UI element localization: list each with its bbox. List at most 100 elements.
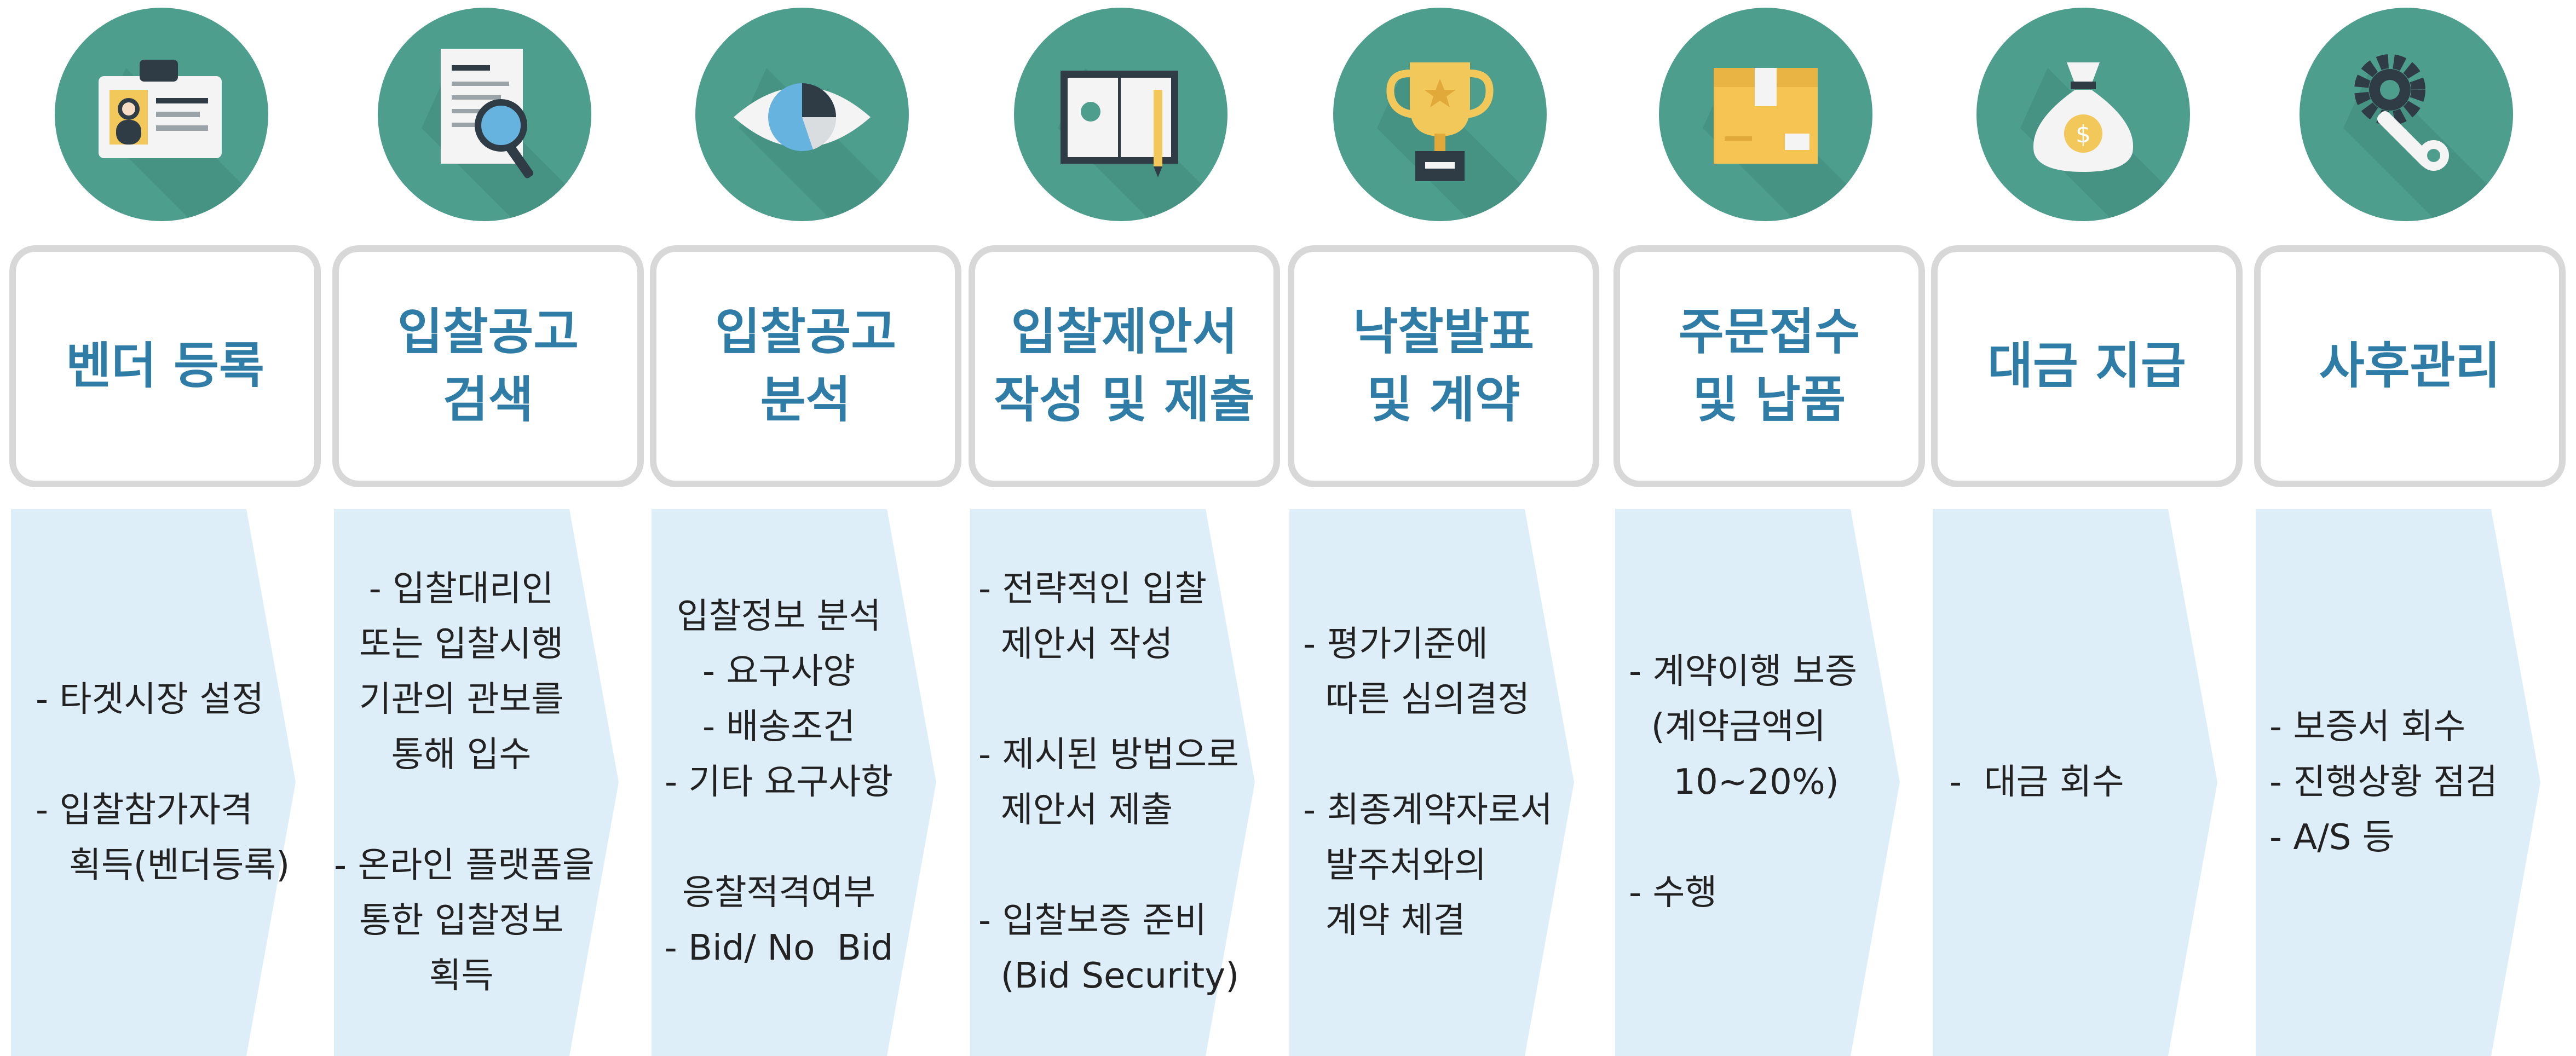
document-search-icon xyxy=(378,8,591,221)
step-title-line: 벤더 등록 xyxy=(66,337,264,395)
step-description-line: 입찰정보 분석 xyxy=(676,596,881,637)
step-description-line: - 제시된 방법으로 xyxy=(978,734,1239,775)
step-description-line: - 최종계약자로서 xyxy=(1303,789,1553,830)
step-title-line: 분석 xyxy=(760,371,851,429)
step-description-line: 획득 xyxy=(429,955,494,996)
step-description-arrow: - 전략적인 입찰 제안서 작성 - 제시된 방법으로 제안서 제출 - 입찰보증 … xyxy=(970,509,1258,1056)
step-description: - 계약이행 보증 (계약금액의 10~20%) - 수행 xyxy=(1615,644,1870,921)
step-description-line: (계약금액의 xyxy=(1629,707,1826,747)
step-description-line: 통한 입찰정보 xyxy=(359,900,564,941)
trophy-icon xyxy=(1333,8,1547,221)
step-title-line: 주문접수 xyxy=(1678,303,1860,361)
step-title-line: 입찰공고 xyxy=(397,303,579,361)
step-description: - 대금 회수 xyxy=(1933,755,2187,810)
step-column: $ 대금 지급 - 대금 회수 xyxy=(1922,0,2245,1056)
money-bag-icon: $ xyxy=(1976,8,2190,221)
step-title-line: 작성 및 제출 xyxy=(994,371,1255,429)
step-description-line: - 요구사양 xyxy=(702,651,855,692)
step-description-line xyxy=(978,838,1233,893)
step-description-arrow: - 보증서 회수 - 진행상황 점검 - A/S 등 xyxy=(2256,509,2543,1056)
step-description-line xyxy=(334,783,589,838)
step-title-line: 입찰제안서 xyxy=(1011,303,1238,361)
step-description-line: 계약 체결 xyxy=(1303,900,1466,941)
step-description-line: 응찰적격여부 xyxy=(682,873,876,913)
id-badge-icon xyxy=(55,8,268,221)
step-description-line: - A/S 등 xyxy=(2269,817,2395,858)
step-title-box: 대금 지급 xyxy=(1931,245,2243,487)
step-title: 대금 지급 xyxy=(1987,332,2186,400)
step-title-box: 사후관리 xyxy=(2254,245,2566,487)
step-description: - 보증서 회수 - 진행상황 점검 - A/S 등 xyxy=(2256,700,2510,865)
step-description-line: - 보증서 회수 xyxy=(2269,707,2466,747)
step-description-line: 발주처와의 xyxy=(1303,845,1487,886)
step-description-line: - 전략적인 입찰 xyxy=(978,568,1207,609)
step-description-line: 제안서 제출 xyxy=(978,789,1173,830)
step-column: 벤더 등록 - 타겟시장 설정 - 입찰참가자격 획득(벤더등록) xyxy=(0,0,323,1056)
step-description-line: - 입찰보증 준비 xyxy=(978,900,1207,941)
step-description-arrow: - 타겟시장 설정 - 입찰참가자격 획득(벤더등록) xyxy=(11,509,298,1056)
step-title: 사후관리 xyxy=(2319,332,2500,400)
step-title: 벤더 등록 xyxy=(66,332,264,400)
step-title-line: 사후관리 xyxy=(2319,337,2501,395)
step-description-line xyxy=(1629,810,1870,865)
step-description-line: - 평가기준에 xyxy=(1303,624,1488,665)
step-description-line: 또는 입찰시행 xyxy=(359,624,564,665)
step-description-line: - 배송조건 xyxy=(702,707,855,747)
step-description-line: 10~20%) xyxy=(1629,762,1839,803)
step-title-line: 낙찰발표 xyxy=(1352,303,1535,361)
open-book-pencil-icon xyxy=(1014,8,1228,221)
step-description-arrow: - 대금 회수 xyxy=(1933,509,2220,1056)
step-description-line: - 온라인 플랫폼을 xyxy=(334,845,595,886)
step-description-line: 통해 입수 xyxy=(391,734,532,775)
step-description-line: - 대금 회수 xyxy=(1949,762,2124,803)
eye-chart-icon xyxy=(695,8,909,221)
gear-wrench-icon xyxy=(2300,8,2513,221)
step-description-line xyxy=(36,728,290,783)
step-title-line: 및 납품 xyxy=(1692,371,1846,429)
step-title-line: 및 계약 xyxy=(1367,371,1520,429)
step-description-line xyxy=(1303,728,1553,783)
step-description-arrow: - 평가기준에 따른 심의결정 - 최종계약자로서 발주처와의 계약 체결 xyxy=(1289,509,1577,1056)
step-description-line: - 계약이행 보증 xyxy=(1629,651,1858,692)
step-description-line: - 수행 xyxy=(1629,873,1718,913)
step-description-line: (Bid Security) xyxy=(978,955,1240,996)
package-box-icon xyxy=(1659,8,1872,221)
step-description-line: 기관의 관보를 xyxy=(359,679,564,720)
step-description-line: - 진행상황 점검 xyxy=(2269,762,2498,803)
step-column: 사후관리 - 보증서 회수 - 진행상황 점검 - A/S 등 xyxy=(2245,0,2568,1056)
step-description-line: - Bid/ No Bid xyxy=(664,928,894,968)
step-description-line: - 입찰참가자격 xyxy=(36,789,253,830)
step-description: - 전략적인 입찰 제안서 작성 - 제시된 방법으로 제안서 제출 - 입찰보증 … xyxy=(970,562,1240,1004)
step-description-arrow: - 계약이행 보증 (계약금액의 10~20%) - 수행 xyxy=(1615,509,1903,1056)
step-description-line: 획득(벤더등록) xyxy=(36,845,290,886)
step-title-line: 대금 지급 xyxy=(1987,337,2186,395)
step-description-line: - 입찰대리인 xyxy=(368,568,554,609)
svg-text:$: $ xyxy=(2076,120,2091,148)
step-description: - 타겟시장 설정 - 입찰참가자격 획득(벤더등록) xyxy=(11,672,290,893)
step-description-line xyxy=(978,672,1233,728)
step-description-line: - 타겟시장 설정 xyxy=(36,679,264,720)
step-description-line: - 기타 요구사항 xyxy=(664,762,894,803)
step-title-box: 벤더 등록 xyxy=(9,245,321,487)
step-description-line: 따른 심의결정 xyxy=(1303,679,1530,720)
step-description-line: 제안서 작성 xyxy=(978,624,1173,665)
step-description: - 평가기준에 따른 심의결정 - 최종계약자로서 발주처와의 계약 체결 xyxy=(1289,617,1553,949)
step-title-line: 검색 xyxy=(442,371,534,429)
